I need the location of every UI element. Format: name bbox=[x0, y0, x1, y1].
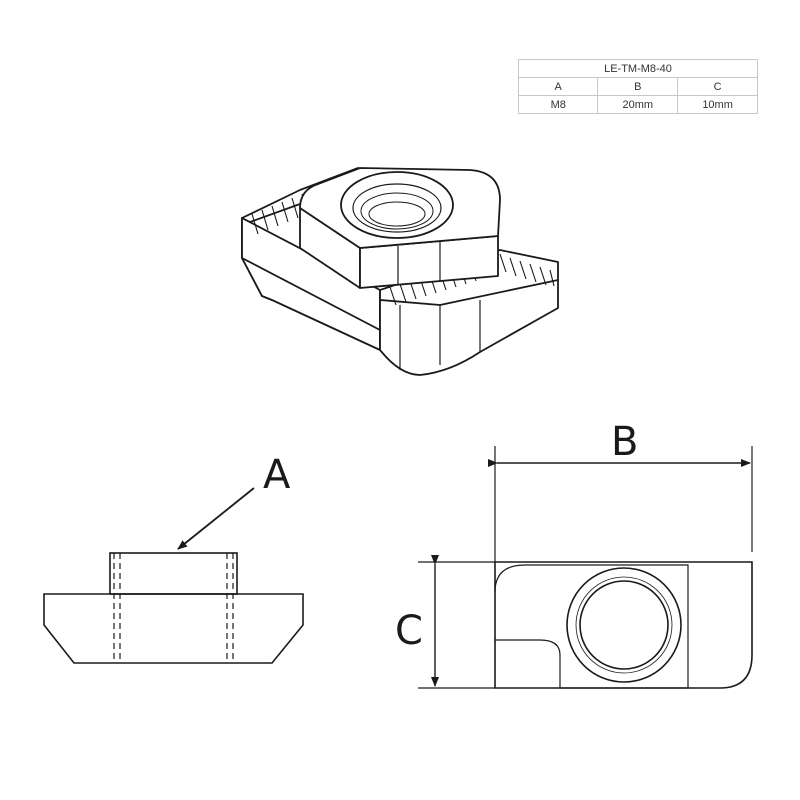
top-view bbox=[418, 446, 753, 689]
dimension-label-a: A bbox=[263, 452, 291, 498]
side-view-base bbox=[43, 593, 304, 664]
side-view-boss bbox=[109, 552, 238, 595]
thread-hole-inner-3 bbox=[368, 201, 426, 227]
base-chamfer-line bbox=[241, 257, 381, 331]
value-c: 10mm bbox=[677, 95, 758, 114]
leader-arrow-a bbox=[177, 487, 255, 550]
top-view-outline bbox=[494, 561, 753, 689]
value-a: M8 bbox=[517, 95, 599, 114]
spec-value-row: M8 20mm 10mm bbox=[517, 95, 758, 114]
boss-edges bbox=[397, 242, 441, 285]
top-view-hole-outer bbox=[566, 567, 682, 683]
spec-header-row: A B C bbox=[517, 77, 758, 96]
dimension-label-c: C bbox=[395, 608, 423, 654]
base-right-edge bbox=[399, 300, 481, 370]
spec-table: LE-TM-M8-40 A B C M8 20mm 10mm bbox=[517, 59, 758, 114]
thread-hidden-lines bbox=[113, 553, 234, 663]
top-view-hole-inner bbox=[579, 580, 669, 670]
isometric-t-nut-view bbox=[241, 167, 559, 376]
top-view-hole-inner-2 bbox=[575, 576, 673, 674]
value-b: 20mm bbox=[597, 95, 679, 114]
top-view-boss-outline bbox=[494, 564, 689, 689]
dimension-label-b: B bbox=[611, 419, 638, 465]
side-view bbox=[43, 487, 304, 664]
